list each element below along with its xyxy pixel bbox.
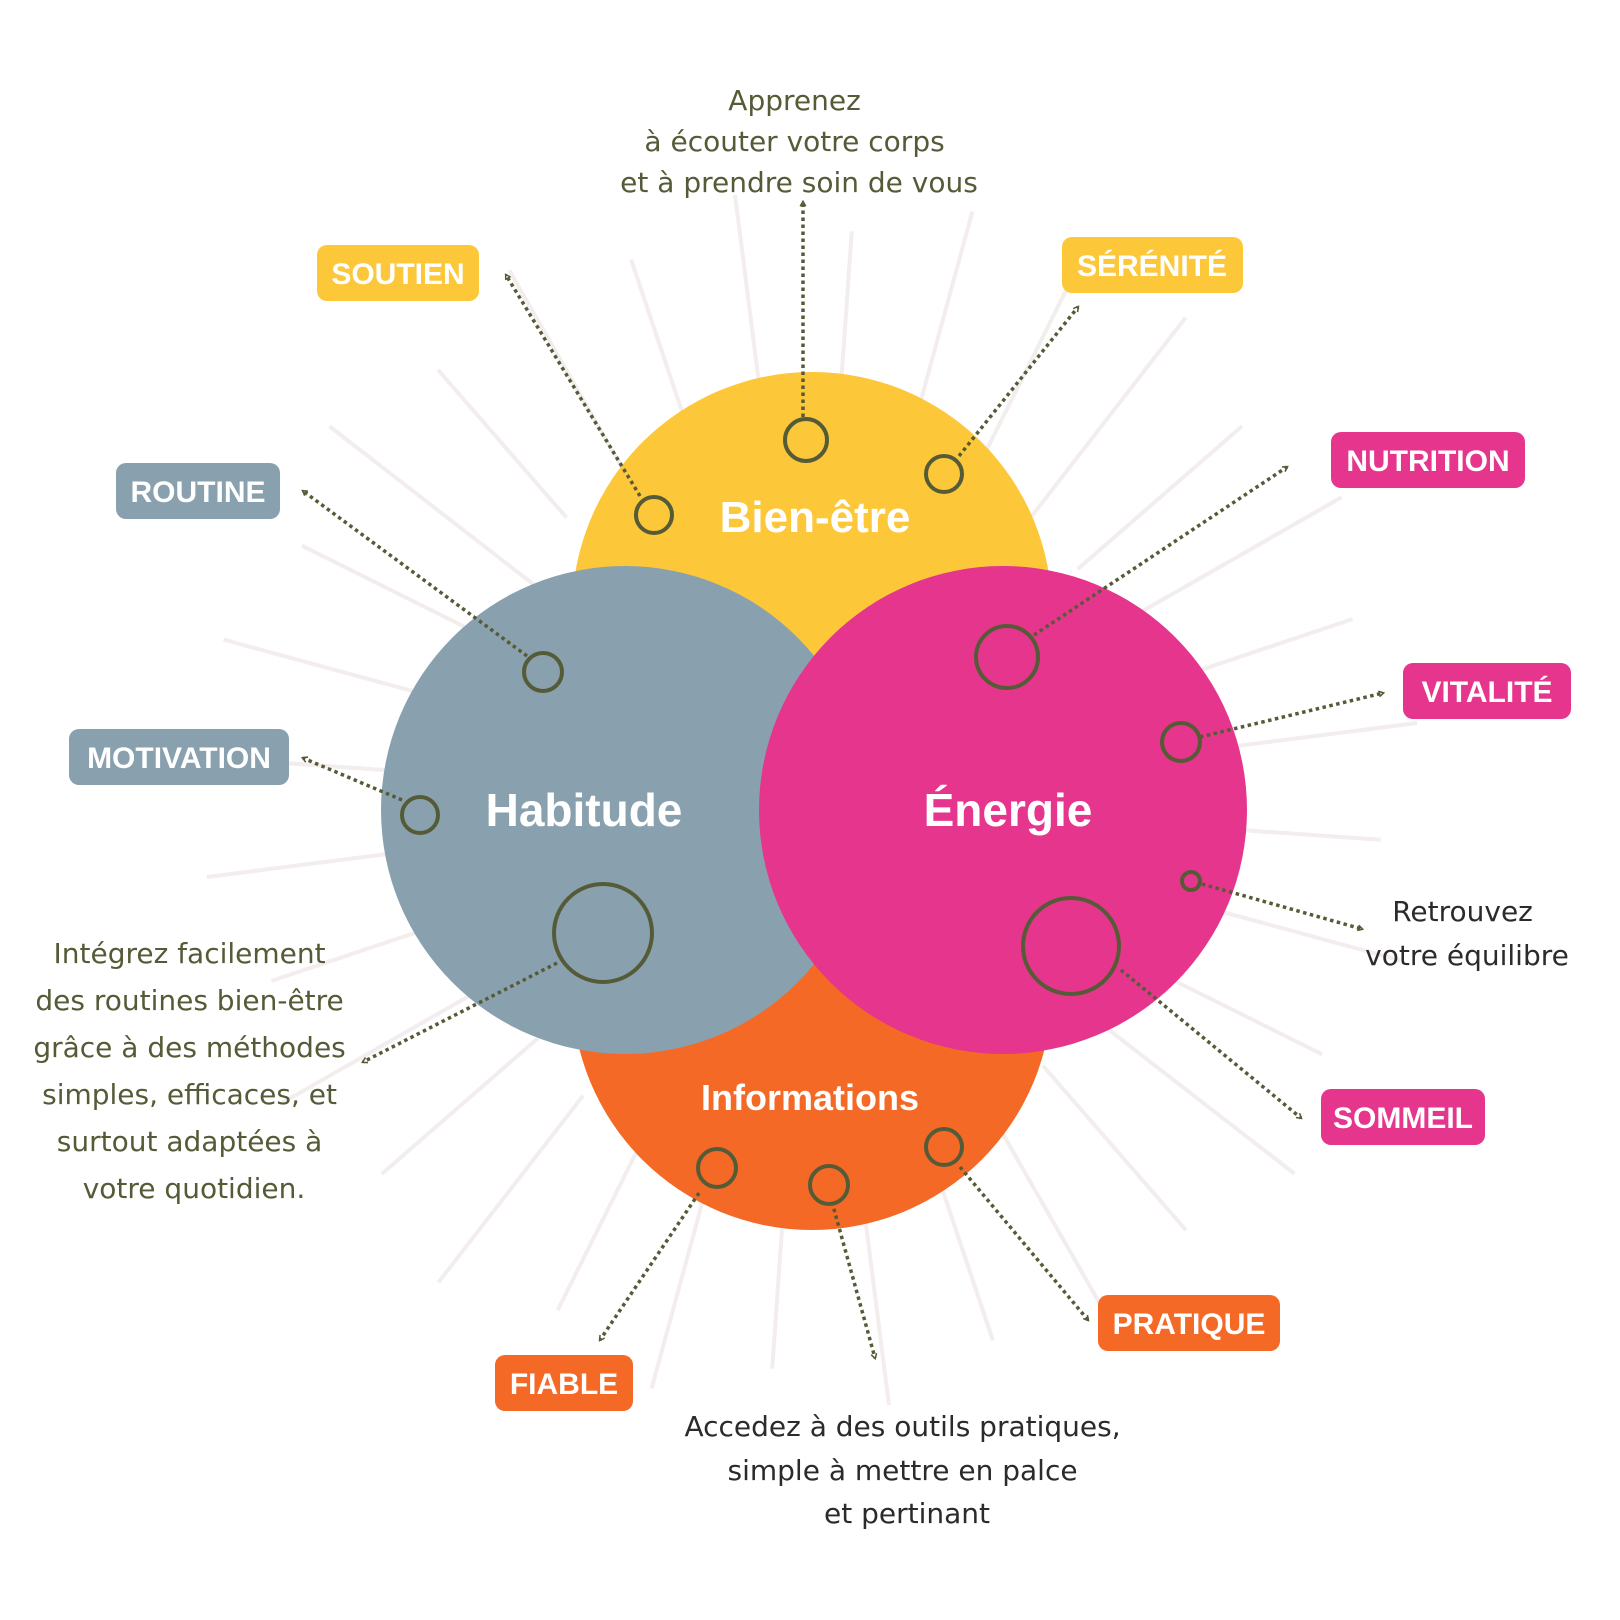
description-right: Retrouvez votre équilibre: [1365, 895, 1569, 972]
tag-nutrition: NUTRITION: [1331, 432, 1525, 488]
node-ring: [974, 624, 1040, 690]
description-right-line: Retrouvez: [1392, 895, 1533, 928]
node-ring: [552, 882, 654, 984]
informations-label: Informations: [701, 1077, 919, 1118]
description-top: Apprenez à écouter votre corps et à pren…: [620, 84, 978, 199]
background-ray: [1076, 424, 1244, 571]
node-ring: [808, 1164, 850, 1206]
tag-pratique: PRATIQUE: [1098, 1295, 1280, 1351]
energie-label: Énergie: [924, 784, 1093, 836]
tag-vitalite-label: VITALITÉ: [1421, 675, 1552, 709]
tag-motivation-label: MOTIVATION: [87, 742, 271, 775]
tag-soutien: SOUTIEN: [317, 245, 479, 301]
tag-fiable: FIABLE: [495, 1355, 633, 1411]
connector-bottom-description: [830, 1201, 875, 1358]
tag-vitalite: VITALITÉ: [1403, 663, 1571, 719]
description-top-line: Apprenez: [728, 84, 861, 117]
tag-sommeil-label: SOMMEIL: [1333, 1102, 1473, 1135]
tag-routine-label: ROUTINE: [131, 476, 266, 509]
connector-pratique: [958, 1165, 1088, 1320]
background-ray: [995, 1123, 1117, 1331]
connector-soutien: [504, 275, 642, 497]
description-bottom: Accedez à des outils pratiques, simple à…: [684, 1410, 1129, 1530]
description-left-line: votre quotidien.: [83, 1172, 306, 1205]
description-left: Intégrez facilement des routines bien-êt…: [33, 937, 354, 1205]
tag-motivation: MOTIVATION: [69, 729, 289, 785]
description-bottom-line: et pertinant: [824, 1497, 990, 1530]
background-ray: [436, 1094, 585, 1284]
node-ring: [1160, 721, 1202, 763]
node-ring: [1021, 896, 1121, 996]
habitude-circle: [381, 566, 869, 1054]
energie-circle: [759, 566, 1247, 1054]
connector-fiable: [598, 1192, 701, 1340]
connector-nutrition: [1033, 465, 1287, 637]
background-ray: [1041, 1064, 1188, 1232]
habitude-label: Habitude: [486, 784, 683, 836]
background-ray: [1135, 495, 1343, 617]
nodes: [400, 417, 1202, 1206]
tag-nutrition-label: NUTRITION: [1346, 445, 1509, 478]
tag-pratique-label: PRATIQUE: [1113, 1308, 1266, 1341]
background-ray: [328, 424, 535, 587]
node-ring: [1180, 870, 1202, 892]
node-ring: [783, 417, 829, 463]
connectors: [303, 202, 1383, 1358]
description-top-line: et à prendre soin de vous: [620, 166, 978, 199]
description-left-line: surtout adaptées à: [57, 1125, 323, 1158]
description-left-line: Intégrez facilement: [53, 937, 325, 970]
background-ray: [380, 1014, 565, 1176]
description-top-line: à écouter votre corps: [644, 125, 944, 158]
tag-serenite-label: SÉRÉNITÉ: [1077, 249, 1227, 283]
node-ring: [924, 1127, 964, 1167]
tag-soutien-label: SOUTIEN: [331, 258, 464, 291]
description-left-line: grâce à des méthodes: [33, 1031, 345, 1064]
node-ring: [400, 795, 440, 835]
tag-routine: ROUTINE: [116, 463, 280, 519]
background-ray: [1071, 1000, 1296, 1176]
background-rays: [206, 194, 1418, 1406]
description-bottom-line: Accedez à des outils pratiques,: [684, 1410, 1120, 1443]
bien-etre-label: Bien-être: [720, 493, 911, 542]
description-bottom-line: simple à mettre en palce: [728, 1454, 1078, 1487]
node-ring: [924, 454, 964, 494]
connector-routine: [303, 489, 529, 658]
connector-vitalite: [1199, 693, 1383, 739]
tag-sommeil: SOMMEIL: [1321, 1089, 1485, 1145]
connector-left-description: [363, 961, 558, 1064]
description-left-line: des routines bien-être: [35, 984, 343, 1017]
description-left-line: simples, efficaces, et: [42, 1078, 337, 1111]
node-ring: [522, 651, 564, 693]
node-ring: [696, 1147, 738, 1189]
background-ray: [436, 368, 569, 520]
tag-fiable-label: FIABLE: [510, 1368, 618, 1401]
venn-circles: [381, 372, 1247, 1230]
tag-serenite: SÉRÉNITÉ: [1062, 237, 1243, 293]
description-right-line: votre équilibre: [1365, 939, 1569, 972]
background-ray: [1012, 316, 1188, 541]
node-ring: [634, 495, 674, 535]
